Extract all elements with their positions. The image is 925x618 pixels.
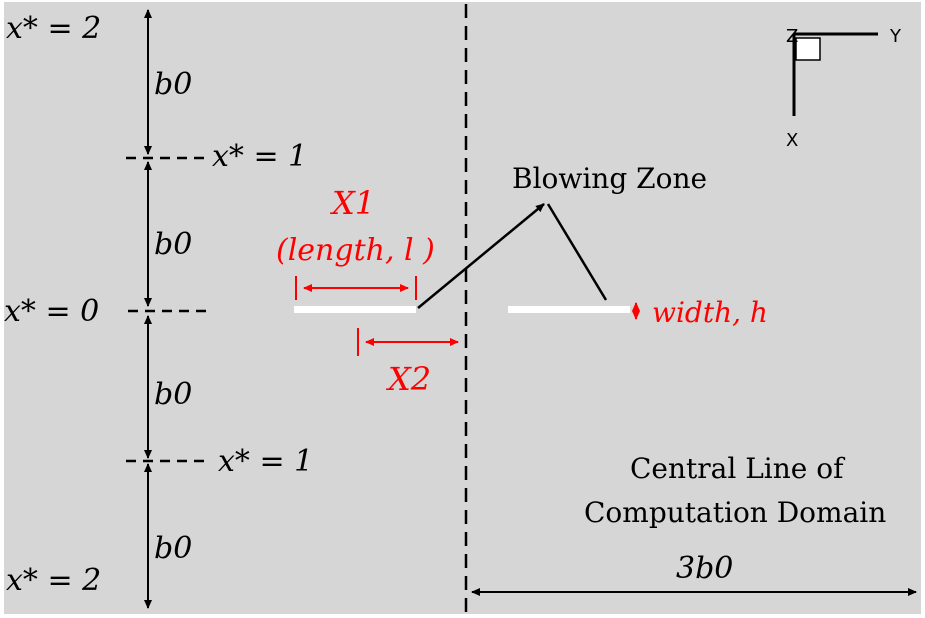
b0-label-2: b0 <box>154 227 192 262</box>
central-line-label-2: Computation Domain <box>584 496 886 529</box>
label-x2-bottom: x* = 2 <box>6 563 101 598</box>
domain-width-label: 3b0 <box>676 551 733 586</box>
width-label: width, h <box>652 296 768 329</box>
x1-label: X1 <box>329 184 375 222</box>
blowing-zone-left <box>294 306 416 313</box>
blowing-zone-pointer <box>417 203 608 309</box>
length-dimension <box>295 276 417 300</box>
axis-z-box <box>795 37 821 61</box>
axis-z-label: Z <box>786 26 798 47</box>
x2-dimension <box>357 328 459 356</box>
label-x2-top: x* = 2 <box>6 11 101 46</box>
blowing-zone-right <box>508 306 630 313</box>
b0-label-3: b0 <box>154 377 192 412</box>
blowing-zone-label: Blowing Zone <box>512 162 707 195</box>
pointer-left <box>417 203 545 309</box>
axis-y-label: Y <box>889 26 902 47</box>
axis-x-label: X <box>786 130 798 151</box>
x2-label: X2 <box>385 360 431 398</box>
label-x1-upper: x* = 1 <box>212 139 307 174</box>
label-x0: x* = 0 <box>4 294 99 329</box>
axes-icon: Z Y X <box>786 26 902 151</box>
pointer-right <box>546 203 608 301</box>
label-x1-lower: x* = 1 <box>218 444 313 479</box>
b0-label-1: b0 <box>154 67 192 102</box>
central-line-label-1: Central Line of <box>630 452 846 485</box>
b0-label-4: b0 <box>154 531 192 566</box>
background-panel <box>4 2 921 614</box>
level-markers <box>126 156 208 463</box>
length-label: (length, l ) <box>276 233 435 268</box>
